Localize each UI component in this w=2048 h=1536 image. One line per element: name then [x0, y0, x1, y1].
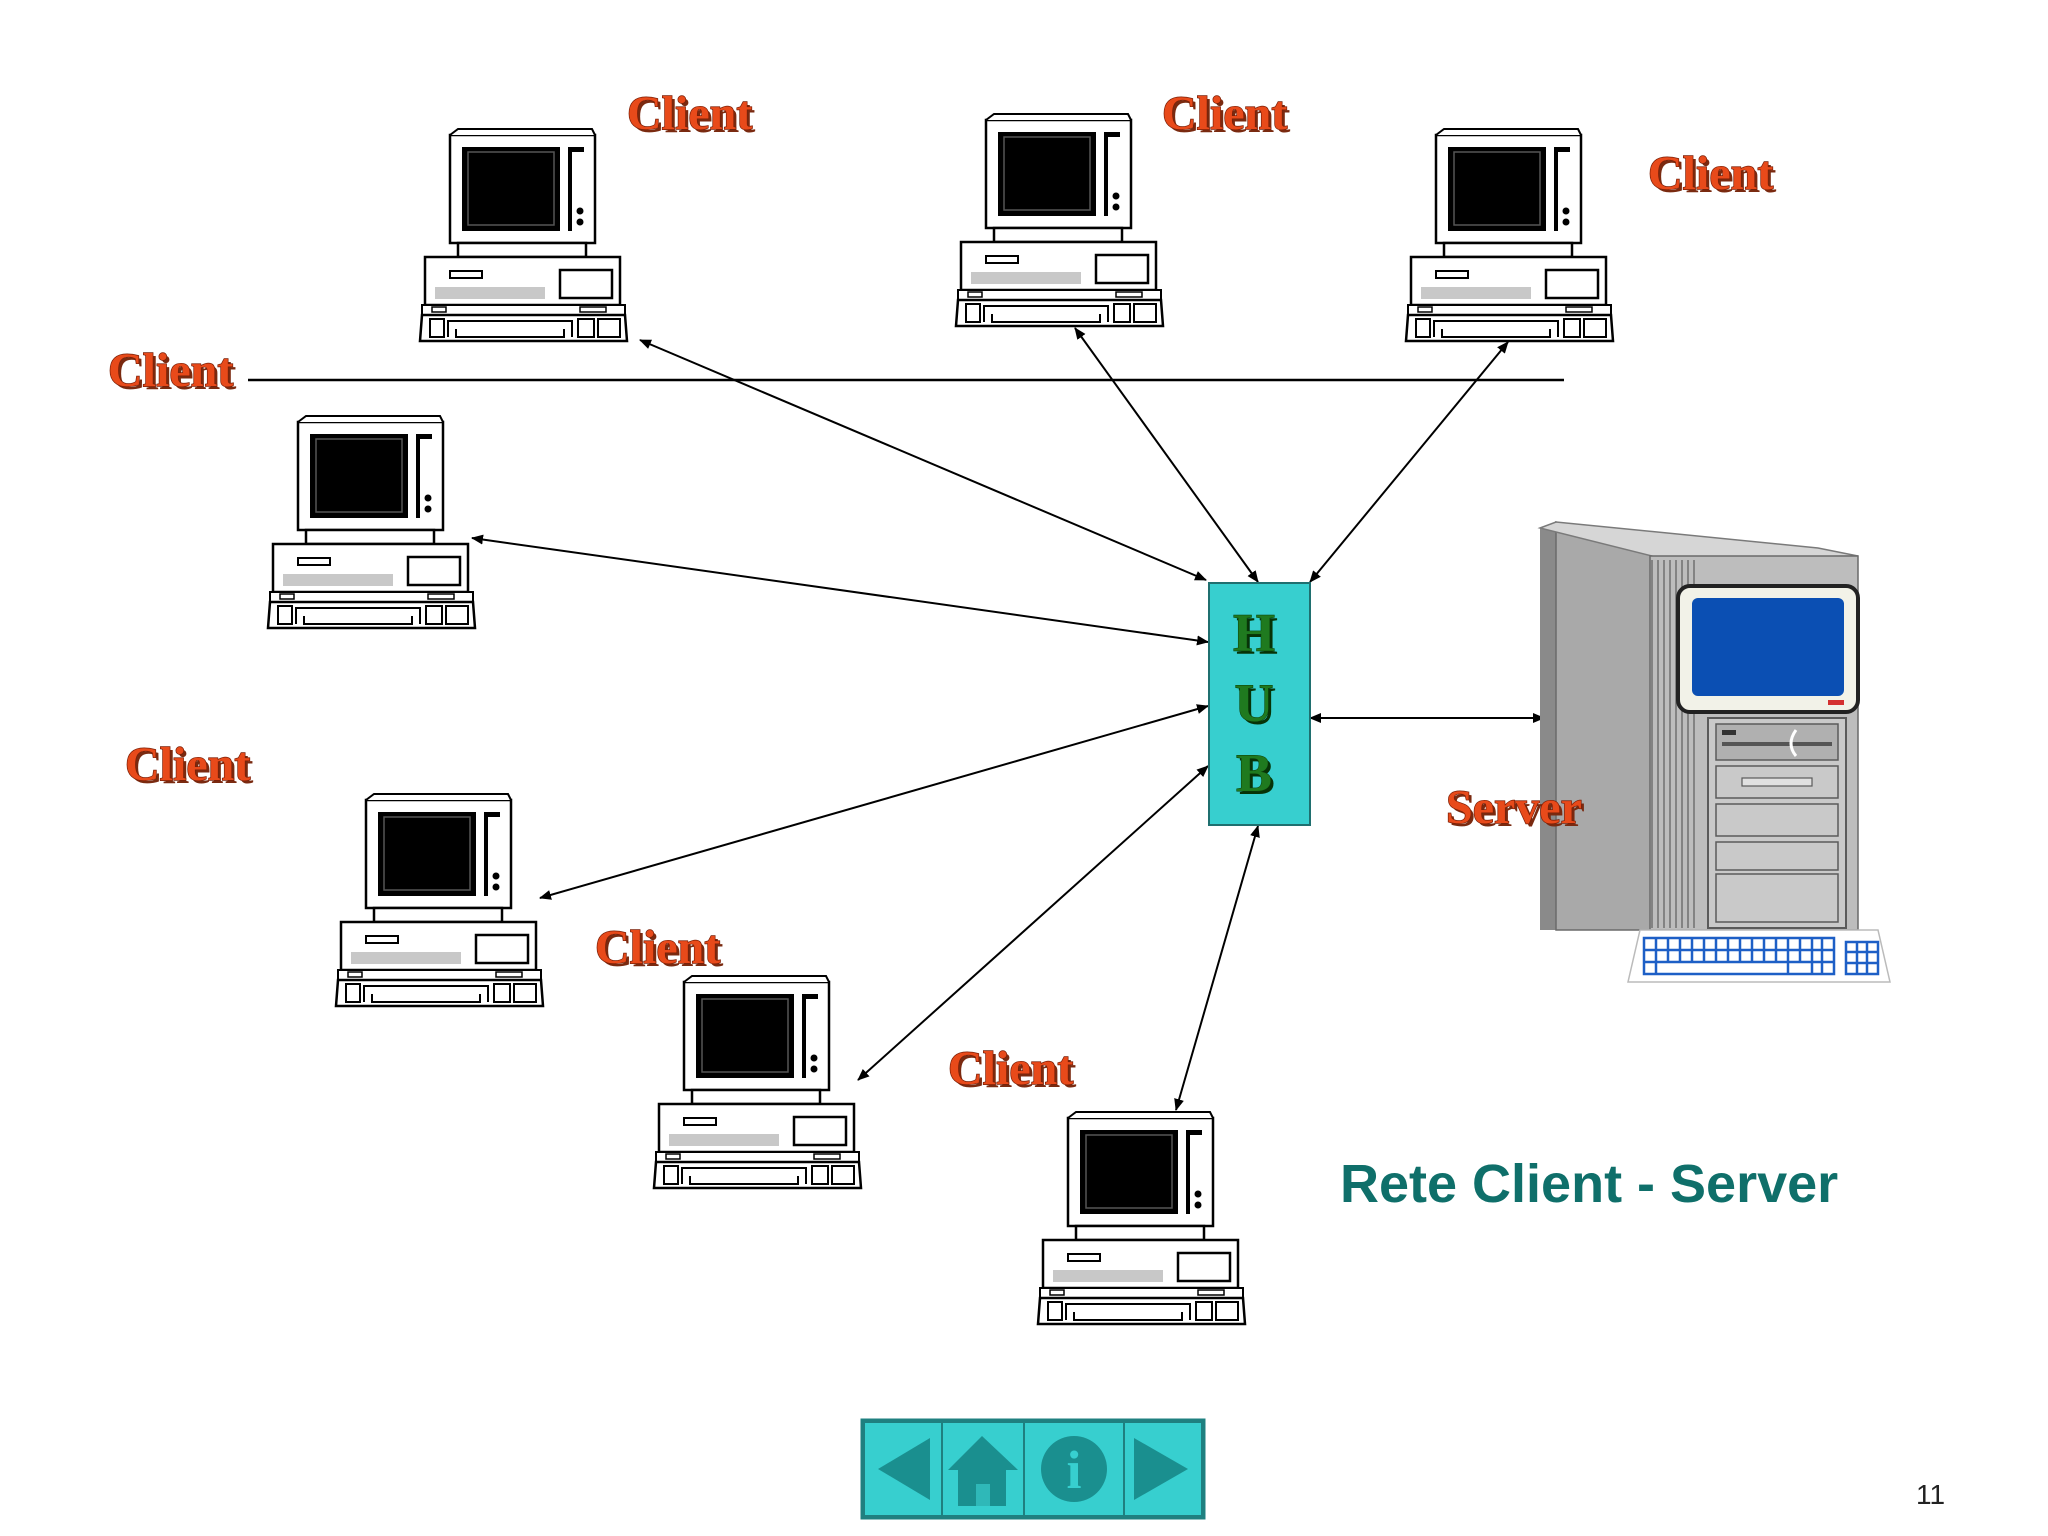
server-computer-icon [1537, 520, 1891, 983]
client-computer-5-icon [334, 792, 545, 1008]
client-label-4: Client [108, 344, 233, 397]
client-computer-7-icon [1036, 1110, 1247, 1326]
svg-text:Client: Client [128, 741, 253, 794]
svg-text:Client: Client [951, 1045, 1076, 1098]
hub: H H U U B B [1208, 582, 1311, 826]
svg-text:Client: Client [630, 90, 755, 143]
link-client-6 [857, 765, 1209, 1081]
link-client-2 [1074, 327, 1259, 583]
next-button[interactable] [1123, 1421, 1203, 1517]
client-computer-3-icon [1404, 127, 1615, 343]
previous-button[interactable] [863, 1421, 943, 1517]
home-icon [948, 1436, 1018, 1506]
client-label-2: Client [1162, 87, 1287, 140]
svg-text:Client: Client [1165, 90, 1290, 143]
link-client-1 [639, 339, 1207, 581]
diagram-title: Rete Client - Server [1340, 1154, 1838, 1214]
client-label-5: Client [125, 738, 250, 791]
client-labels: Client Client Client Client Client Clien… [107, 86, 1776, 1098]
svg-text:B: B [1239, 746, 1275, 806]
svg-text:Server: Server [1449, 784, 1585, 837]
client-computer-4-icon [266, 414, 477, 630]
info-glyph: i [1066, 1440, 1081, 1500]
client-label-3: Client [1648, 147, 1773, 200]
svg-text:Client: Client [111, 347, 236, 400]
client-computer-1-icon [418, 127, 629, 343]
hub-letter-b: B [1236, 743, 1272, 803]
home-button[interactable] [941, 1421, 1025, 1517]
server-label: Server [1446, 781, 1582, 834]
svg-text:U: U [1238, 676, 1277, 736]
info-icon: i [1041, 1436, 1107, 1502]
connections [471, 327, 1545, 1111]
client-label-1: Client [627, 87, 752, 140]
navigation-bar: i [860, 1418, 1206, 1520]
arrow-left-icon [878, 1438, 930, 1500]
info-button[interactable]: i [1023, 1421, 1125, 1517]
link-client-5 [539, 704, 1209, 900]
hub-box [1208, 582, 1311, 826]
client-label-7: Client [948, 1042, 1073, 1095]
client-computer-2-icon [954, 112, 1165, 328]
client-computer-6-icon [652, 974, 863, 1190]
arrow-right-icon [1134, 1438, 1188, 1500]
hub-letter-u: U [1235, 673, 1274, 733]
link-client-4 [471, 534, 1209, 646]
svg-text:Client: Client [598, 924, 723, 977]
page-number: 11 [1916, 1479, 1945, 1510]
svg-text:Client: Client [1651, 150, 1776, 203]
link-client-7 [1174, 825, 1260, 1111]
client-label-6: Client [595, 921, 720, 974]
link-client-3 [1309, 341, 1509, 583]
hub-letter-h: H [1233, 603, 1275, 663]
svg-text:H: H [1236, 606, 1278, 666]
